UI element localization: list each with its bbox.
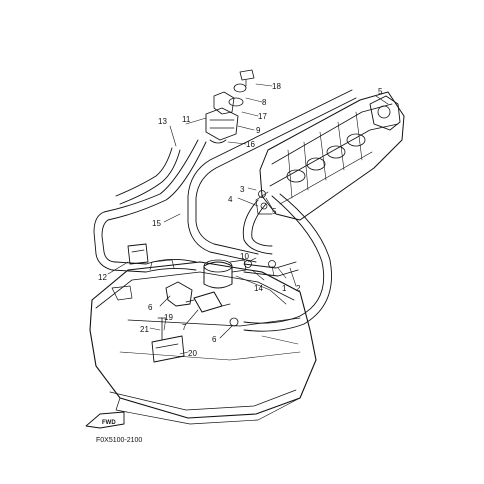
forward-arrow: FWD (85, 411, 125, 429)
callout-16: 16 (246, 140, 255, 149)
callout-7: 7 (182, 323, 187, 332)
callout-5-upper: 5 (378, 87, 383, 96)
callout-18: 18 (272, 82, 281, 91)
callout-numbers: 18 8 17 9 16 11 13 5 3 4 5 15 10 12 14 1… (98, 82, 383, 358)
callout-8: 8 (262, 98, 267, 107)
callout-1: 1 (282, 284, 287, 293)
callout-14: 14 (254, 284, 263, 293)
fwd-label: FWD (102, 420, 116, 426)
callout-3: 3 (240, 185, 245, 194)
callout-4: 4 (228, 195, 233, 204)
throttle-body-assembly (255, 91, 405, 221)
callout-15: 15 (152, 219, 161, 228)
fuel-hoses (93, 89, 357, 332)
callout-17: 17 (258, 112, 267, 121)
fuel-pump-filter (127, 190, 276, 363)
callout-9: 9 (256, 126, 261, 135)
callout-21: 21 (140, 325, 149, 334)
callout-19: 19 (164, 313, 173, 322)
callout-13: 13 (158, 117, 167, 126)
figure-reference-code: F0X5100-2100 (96, 437, 142, 444)
callout-5-lower: 5 (272, 207, 277, 216)
callout-6-right: 6 (212, 335, 217, 344)
callout-11: 11 (182, 115, 191, 124)
callout-6-left: 6 (148, 303, 153, 312)
hose-fitting-stack (205, 69, 255, 144)
callout-10: 10 (240, 252, 249, 261)
callout-2: 2 (296, 284, 301, 293)
callout-12: 12 (98, 273, 107, 282)
callout-20: 20 (188, 349, 197, 358)
leader-lines (107, 83, 389, 355)
